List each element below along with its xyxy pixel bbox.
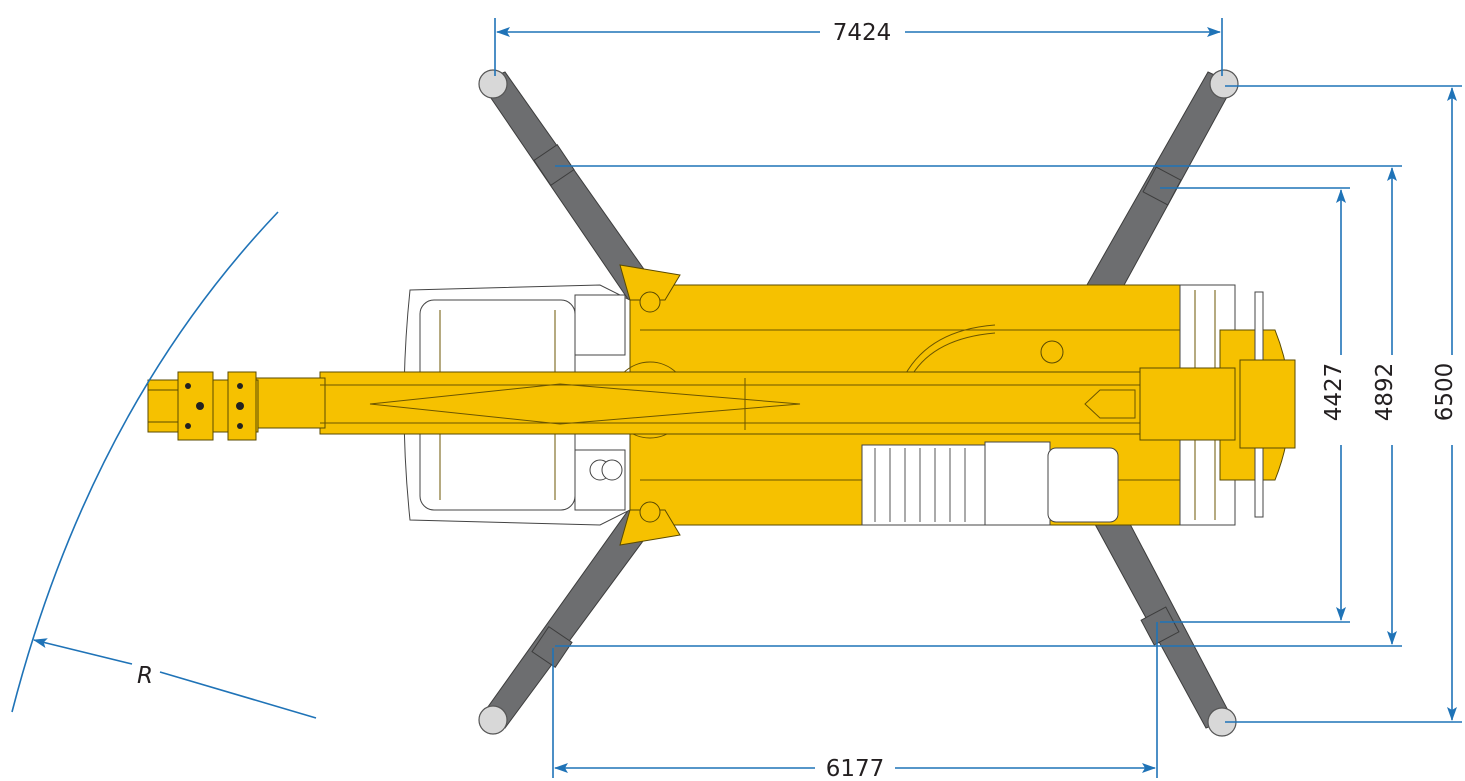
dimension-label-7424: 7424 bbox=[833, 20, 892, 46]
outrigger-box-rear-right bbox=[1140, 606, 1180, 646]
outrigger-pad-rear-left bbox=[478, 705, 508, 735]
dimension-label-4892: 4892 bbox=[1372, 363, 1398, 422]
dimension-label-6500: 6500 bbox=[1432, 363, 1458, 422]
boom-head bbox=[147, 371, 259, 441]
outrigger-box-front-right bbox=[1142, 166, 1182, 206]
outrigger-box-front-left bbox=[533, 144, 575, 186]
outrigger-pad-front-left bbox=[478, 69, 508, 99]
dimension-lines bbox=[11, 18, 1462, 778]
outrigger-pad-front-right bbox=[1209, 69, 1239, 99]
dimension-label-6177: 6177 bbox=[826, 756, 885, 781]
dimension-labels: 7424 6177 4427 4892 6500 R bbox=[137, 20, 1458, 781]
dimension-label-radius: R bbox=[137, 663, 153, 689]
operator-cab bbox=[1047, 447, 1119, 523]
outrigger-pads bbox=[478, 69, 1239, 737]
swing-radius-arc bbox=[11, 211, 279, 713]
swing-radius-arrow bbox=[33, 638, 133, 665]
outrigger-box-rear-left bbox=[531, 626, 573, 668]
engine-block bbox=[861, 444, 988, 526]
boom-tip-section bbox=[254, 377, 326, 429]
boom-base-section bbox=[319, 371, 1141, 435]
telescopic-boom bbox=[147, 359, 1296, 449]
dimension-label-4427: 4427 bbox=[1321, 363, 1347, 422]
